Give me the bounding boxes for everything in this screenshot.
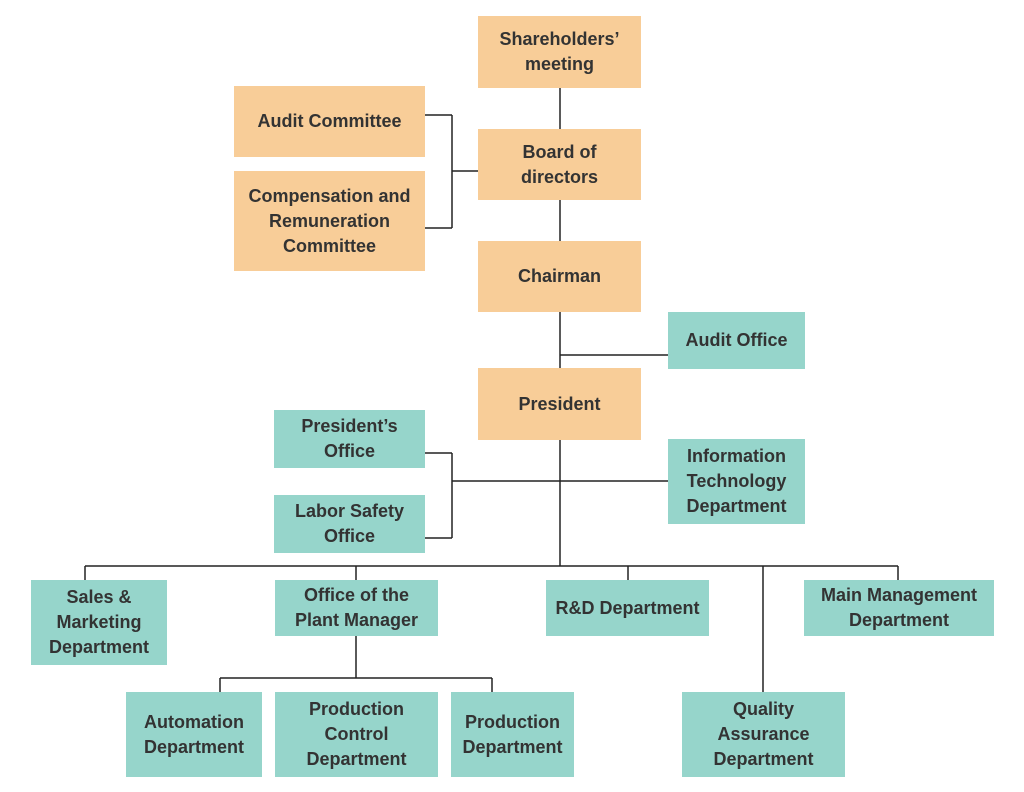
node-label: Technology	[686, 471, 787, 491]
node-label: Production	[465, 711, 560, 732]
rd-department-box: R&D Department	[546, 580, 709, 636]
audit-office-box: Audit Office	[668, 312, 805, 369]
node-label: Board of	[522, 141, 597, 162]
node-label: President	[518, 393, 601, 414]
node-label: Department	[713, 749, 814, 769]
node-label: meeting	[524, 54, 594, 74]
node-label: Audit Committee	[257, 111, 402, 131]
node-label: R&D Department	[555, 597, 700, 618]
node-label: Department	[462, 736, 563, 757]
node-label: President’s	[301, 416, 398, 436]
node-label: Automation	[144, 711, 244, 732]
node-label: Department	[686, 496, 787, 516]
node-label: Production	[309, 699, 404, 719]
node-label: Audit Office	[685, 330, 788, 350]
node-label: Sales &	[66, 587, 132, 607]
chairman-box: Chairman	[478, 241, 641, 312]
node-label: Quality	[732, 699, 794, 719]
node-label: Department	[306, 749, 407, 769]
node-label: Compensation and	[248, 185, 411, 206]
president-box: President	[478, 368, 641, 440]
node-label: Office of the	[303, 585, 409, 605]
node-label: Remuneration	[268, 210, 390, 231]
node-label: Information	[687, 446, 786, 466]
node-label: Department	[143, 736, 245, 757]
node-label: Labor Safety	[294, 501, 405, 521]
board-of-directors-box: Board of directors	[478, 129, 641, 200]
node-label: Department	[48, 637, 150, 657]
node-label: Marketing	[56, 612, 142, 632]
shareholders-meeting-box: Shareholders’ meeting	[478, 16, 641, 88]
node-label: directors	[520, 166, 599, 187]
node-label: Plant Manager	[294, 610, 419, 630]
node-label: Main Management	[820, 585, 978, 605]
node-label: Committee	[282, 235, 376, 256]
node-label: Shareholders’	[499, 29, 620, 49]
node-label: Chairman	[517, 266, 602, 286]
node-label: Assurance	[717, 724, 810, 744]
node-label: Department	[848, 610, 950, 630]
node-label: Office	[323, 526, 375, 546]
node-label: Office	[323, 441, 375, 461]
audit-committee-box: Audit Committee	[234, 86, 425, 157]
node-label: Control	[324, 724, 389, 744]
